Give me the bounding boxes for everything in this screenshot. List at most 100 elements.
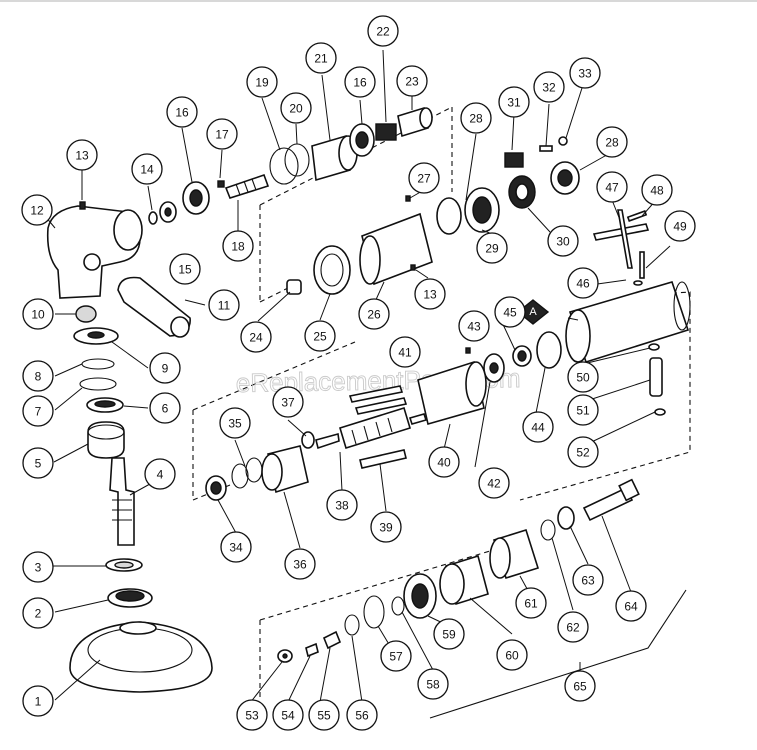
callout-label: 29 [485, 242, 499, 256]
callout-circle [344, 66, 376, 98]
part-13-screw [79, 201, 86, 210]
callout-c62: 62 [557, 611, 589, 643]
part-28-bearing-right [550, 161, 580, 195]
callout-c59: 59 [433, 618, 465, 650]
callout-circle [367, 15, 399, 47]
callout-label: 58 [426, 678, 440, 692]
callout-circle [428, 446, 460, 478]
callout-c49: 49 [664, 210, 696, 242]
callout-label: 30 [556, 235, 570, 249]
callout-circle [498, 86, 530, 118]
callout-label: 43 [467, 320, 481, 334]
callout-c13a: 13 [66, 139, 98, 171]
part-3-washer [105, 558, 143, 572]
callout-c14: 14 [131, 153, 163, 185]
callout-label: 27 [417, 172, 431, 186]
part-12-angle-head-housing [46, 205, 143, 299]
callout-c18: 18 [222, 230, 254, 262]
callout-label: 39 [379, 521, 393, 535]
callout-c29: 29 [476, 232, 508, 264]
callout-circle [22, 298, 54, 330]
callout-c27: 27 [408, 162, 440, 194]
callout-label: 28 [469, 112, 483, 126]
callout-label: 24 [249, 331, 263, 345]
part-1-backing-pad [69, 621, 213, 693]
part-7-o-ring [79, 377, 117, 391]
callout-c33: 33 [569, 57, 601, 89]
callout-label: 52 [576, 446, 590, 460]
part-42-end-plate [483, 353, 505, 383]
callout-label: 13 [423, 288, 437, 302]
callout-circle [596, 171, 628, 203]
callout-c54: 54 [272, 699, 304, 731]
part-18-shaft-gear [224, 173, 270, 199]
callout-circle [272, 699, 304, 731]
part-27-pin [405, 195, 411, 202]
part-64-air-inlet [582, 478, 640, 522]
part-33-ball [558, 136, 568, 146]
lower-assembly-boundary [259, 544, 511, 700]
callout-c31: 31 [498, 86, 530, 118]
callout-circle [569, 57, 601, 89]
callout-circle [272, 386, 304, 418]
callout-layer: 1234567891011121314151617181920211622232… [21, 15, 696, 731]
callout-c65: 65 [564, 670, 596, 702]
callout-label: 13 [75, 149, 89, 163]
callout-label: 51 [576, 404, 590, 418]
callout-label: 2 [35, 607, 42, 621]
callout-c44: 44 [522, 411, 554, 443]
part-14-washer [148, 211, 158, 225]
callout-c1: 1 [22, 685, 54, 717]
callout-label: 32 [542, 81, 556, 95]
callout-circle [433, 618, 465, 650]
callout-circle [567, 267, 599, 299]
callout-label: 4 [157, 468, 164, 482]
callout-label: 28 [605, 136, 619, 150]
callout-c55: 55 [308, 699, 340, 731]
callout-circle [358, 298, 390, 330]
callout-c32: 32 [533, 71, 565, 103]
part-24-plug [286, 279, 302, 295]
callout-circle [304, 320, 336, 352]
callout-c36: 36 [284, 548, 316, 580]
callout-c4: 4 [144, 458, 176, 490]
callout-c45: 45 [494, 296, 526, 328]
callout-c42: 42 [478, 467, 510, 499]
callout-label: 18 [231, 240, 245, 254]
callout-c61: 61 [515, 587, 547, 619]
callout-circle [476, 232, 508, 264]
callout-c8: 8 [22, 360, 54, 392]
callout-circle [572, 564, 604, 596]
callout-label: 31 [507, 96, 521, 110]
part-30-ring-gear [508, 175, 536, 209]
part-31-gear [504, 152, 524, 168]
callout-label: 36 [293, 558, 307, 572]
callout-c15: 15 [169, 253, 201, 285]
callout-circle [414, 278, 446, 310]
part-29-needle-bearing [464, 187, 500, 233]
part-62-o-ring [540, 519, 556, 541]
callout-circle [478, 467, 510, 499]
callout-c37: 37 [272, 386, 304, 418]
callout-circle [246, 66, 278, 98]
callout-circle [380, 640, 412, 672]
callout-label: 47 [605, 181, 619, 195]
callout-circle [22, 551, 54, 583]
callout-c57: 57 [380, 640, 412, 672]
callout-c28b: 28 [596, 126, 628, 158]
callout-circle [66, 139, 98, 171]
callout-c60: 60 [496, 639, 528, 671]
part-4-spindle [109, 457, 135, 546]
callout-label: 21 [314, 52, 328, 66]
part-48-pin [626, 210, 648, 222]
callout-circle [641, 174, 673, 206]
part-36-end-plate [261, 445, 309, 494]
callout-c5: 5 [22, 447, 54, 479]
callout-c9: 9 [149, 352, 181, 384]
part-11-side-handle [117, 276, 191, 338]
part-35-ring [231, 457, 263, 489]
callout-c50: 50 [567, 361, 599, 393]
callout-c64: 64 [615, 590, 647, 622]
callout-c2: 2 [22, 597, 54, 629]
